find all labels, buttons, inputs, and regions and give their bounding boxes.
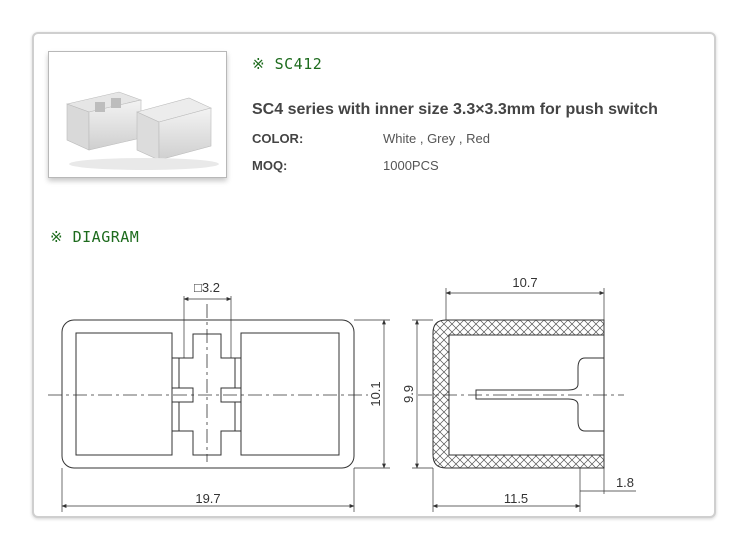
front-view xyxy=(48,296,390,512)
model-heading: ※ SC412 xyxy=(252,55,323,73)
color-value: White , Grey , Red xyxy=(383,131,490,146)
dim-side-height: 9.9 xyxy=(401,385,416,403)
dim-side-top: 10.7 xyxy=(512,275,537,290)
dim-side-bottom: 11.5 xyxy=(504,491,528,506)
dim-front-width: 19.7 xyxy=(195,491,220,506)
diagram-heading: ※ DIAGRAM xyxy=(50,228,140,246)
dim-front-height: 10.1 xyxy=(368,381,383,406)
moq-value: 1000PCS xyxy=(383,158,439,173)
switch-cap-illustration xyxy=(65,91,219,170)
moq-label: MOQ: xyxy=(252,158,288,173)
dim-inner-size: □3.2 xyxy=(194,280,220,295)
color-label: COLOR: xyxy=(252,131,304,146)
product-photo xyxy=(48,51,227,178)
product-subtitle: SC4 series with inner size 3.3×3.3mm for… xyxy=(252,101,658,118)
side-view xyxy=(412,288,636,512)
dim-side-wall: 1.8 xyxy=(616,475,634,490)
